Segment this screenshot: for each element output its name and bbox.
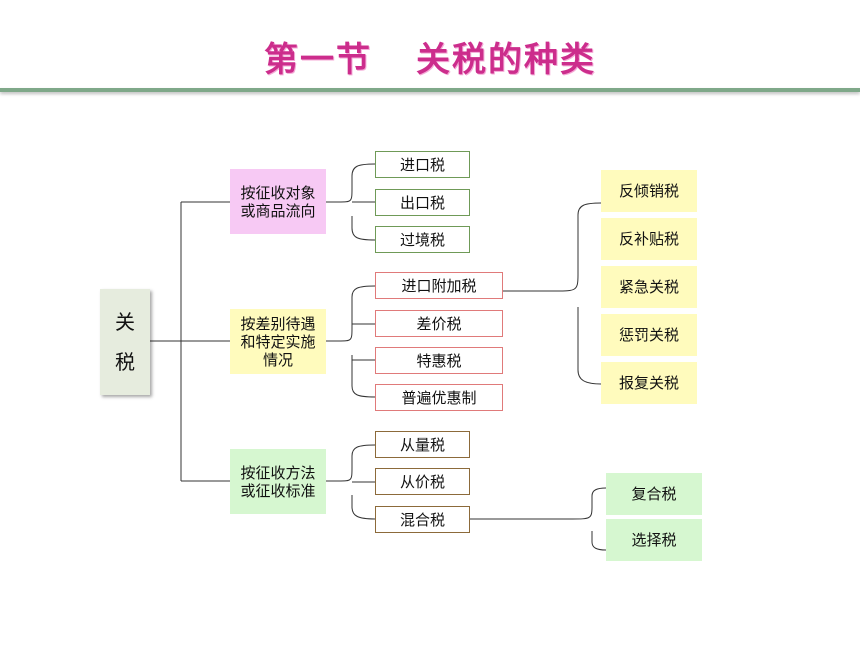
title-topic: 关税的种类 xyxy=(416,40,596,80)
leaf-ad-valorem-duty: 从价税 xyxy=(375,468,470,495)
category-by-method: 按征收方法或征收标准 xyxy=(230,449,326,514)
leaf-specific-duty: 从量税 xyxy=(375,431,470,458)
brace-mixed xyxy=(470,487,607,551)
category-by-object: 按征收对象或商品流向 xyxy=(230,169,326,234)
title-section: 第一节 xyxy=(264,40,372,80)
brace-group3 xyxy=(326,444,376,520)
surcharge-anti-dumping: 反倾销税 xyxy=(601,170,697,212)
root-char-2: 税 xyxy=(115,350,135,374)
leaf-import-tax: 进口税 xyxy=(375,151,470,178)
mixed-compound-duty: 复合税 xyxy=(606,473,702,515)
brace-group1 xyxy=(326,163,376,241)
leaf-import-surcharge: 进口附加税 xyxy=(375,272,503,299)
category-by-treatment: 按差别待遇和特定实施情况 xyxy=(230,309,326,374)
surcharge-retaliatory: 报复关税 xyxy=(601,362,697,404)
leaf-mixed-duty: 混合税 xyxy=(375,506,470,533)
leaf-preferential-duty: 特惠税 xyxy=(375,347,503,374)
leaf-export-tax: 出口税 xyxy=(375,189,470,216)
root-char-1: 关 xyxy=(115,310,135,334)
brace-surcharges xyxy=(503,202,602,385)
surcharge-countervailing: 反补贴税 xyxy=(601,218,697,260)
root-node-tariff: 关 税 xyxy=(100,289,150,395)
mixed-alternative-duty: 选择税 xyxy=(606,519,702,561)
leaf-variable-levy: 差价税 xyxy=(375,310,503,337)
surcharge-punitive: 惩罚关税 xyxy=(601,314,697,356)
root-connector xyxy=(150,201,230,482)
leaf-transit-tax: 过境税 xyxy=(375,226,470,253)
leaf-gsp: 普遍优惠制 xyxy=(375,384,503,411)
brace-group2 xyxy=(326,285,376,398)
surcharge-emergency: 紧急关税 xyxy=(601,266,697,308)
page-title: 第一节 关税的种类 xyxy=(0,32,860,81)
title-divider xyxy=(0,88,860,92)
